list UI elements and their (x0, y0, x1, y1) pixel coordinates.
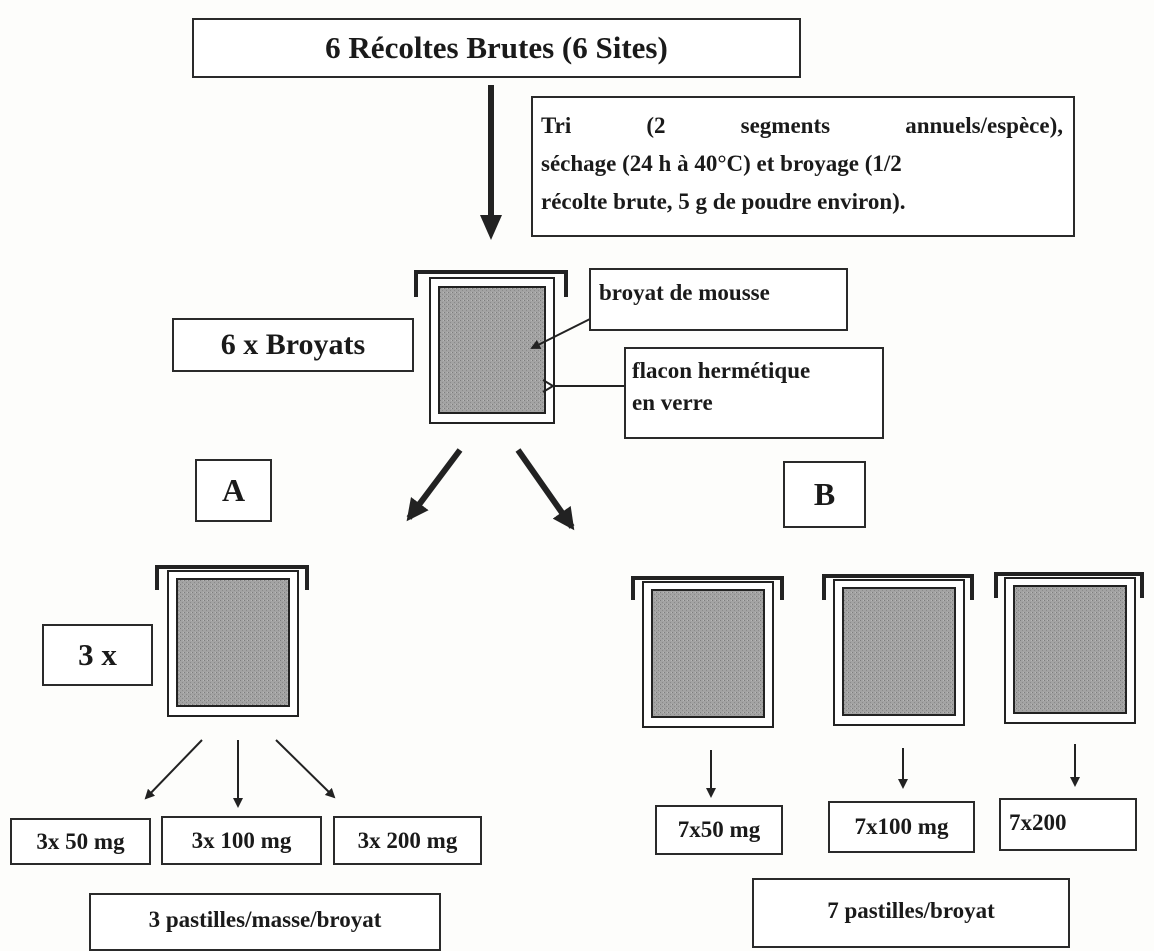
b-summary-label: 7 pastilles/broyat (827, 898, 995, 923)
top-box: 6 Récoltes Brutes (6 Sites) (192, 18, 801, 78)
branch-a-letter-box: A (195, 459, 272, 522)
b-mass-50-label: 7x50 mg (677, 817, 761, 842)
arrow-to-a (406, 448, 463, 522)
top-box-label: 6 Récoltes Brutes (6 Sites) (325, 30, 668, 65)
branch-a-count: 3 x (78, 637, 117, 672)
callout-mousse: broyat de mousse (589, 268, 848, 331)
branch-b-letter-box: B (783, 461, 866, 528)
callout-flacon-line2: en verre (632, 390, 713, 415)
branch-a-count-box: 3 x (42, 624, 153, 686)
branch-a-letter: A (221, 472, 246, 508)
a-mass-100: 3x 100 mg (161, 816, 322, 865)
process-note: Tri (2 segments annuels/espèce), séchage… (531, 96, 1075, 237)
broyats-label: 6 x Broyats (220, 328, 366, 361)
callout-mousse-label: broyat de mousse (599, 280, 770, 305)
vial-b-2 (822, 574, 974, 726)
process-note-line2: séchage (24 h à 40°C) et broyage (1/2 (541, 151, 902, 176)
a-mass-50-label: 3x 50 mg (36, 828, 125, 854)
process-note-line3: récolte brute, 5 g de poudre environ). (541, 189, 906, 214)
vial-b-1 (631, 576, 784, 728)
mousse-pointer (530, 315, 597, 349)
callout-flacon: flacon hermétique en verre (624, 347, 884, 439)
b-mass-100: 7x100 mg (828, 801, 975, 853)
a-mass-100-label: 3x 100 mg (191, 827, 292, 853)
vial-a (155, 565, 309, 717)
broyats-box: 6 x Broyats (172, 318, 414, 372)
vial-b-3 (994, 572, 1144, 724)
arrow-a-50 (144, 739, 203, 800)
a-mass-200: 3x 200 mg (333, 816, 482, 865)
b-summary: 7 pastilles/broyat (752, 878, 1070, 948)
a-summary-label: 3 pastilles/masse/broyat (148, 907, 382, 932)
process-note-line1: Tri (2 segments annuels/espèce), (541, 113, 1063, 138)
branch-b-letter: B (813, 476, 836, 512)
b-mass-50: 7x50 mg (655, 805, 783, 855)
b-mass-200: 7x200 (999, 798, 1137, 851)
b-mass-200-label: 7x200 (1009, 810, 1067, 835)
a-mass-50: 3x 50 mg (10, 818, 151, 865)
main-down-arrow (480, 85, 502, 240)
a-mass-200-label: 3x 200 mg (357, 827, 458, 853)
arrow-to-b (515, 448, 575, 531)
b-mass-100-label: 7x100 mg (854, 814, 949, 839)
arrow-a-200 (275, 739, 336, 799)
a-summary: 3 pastilles/masse/broyat (89, 893, 441, 951)
central-vial (414, 270, 568, 424)
callout-flacon-line1: flacon hermétique (632, 358, 811, 383)
